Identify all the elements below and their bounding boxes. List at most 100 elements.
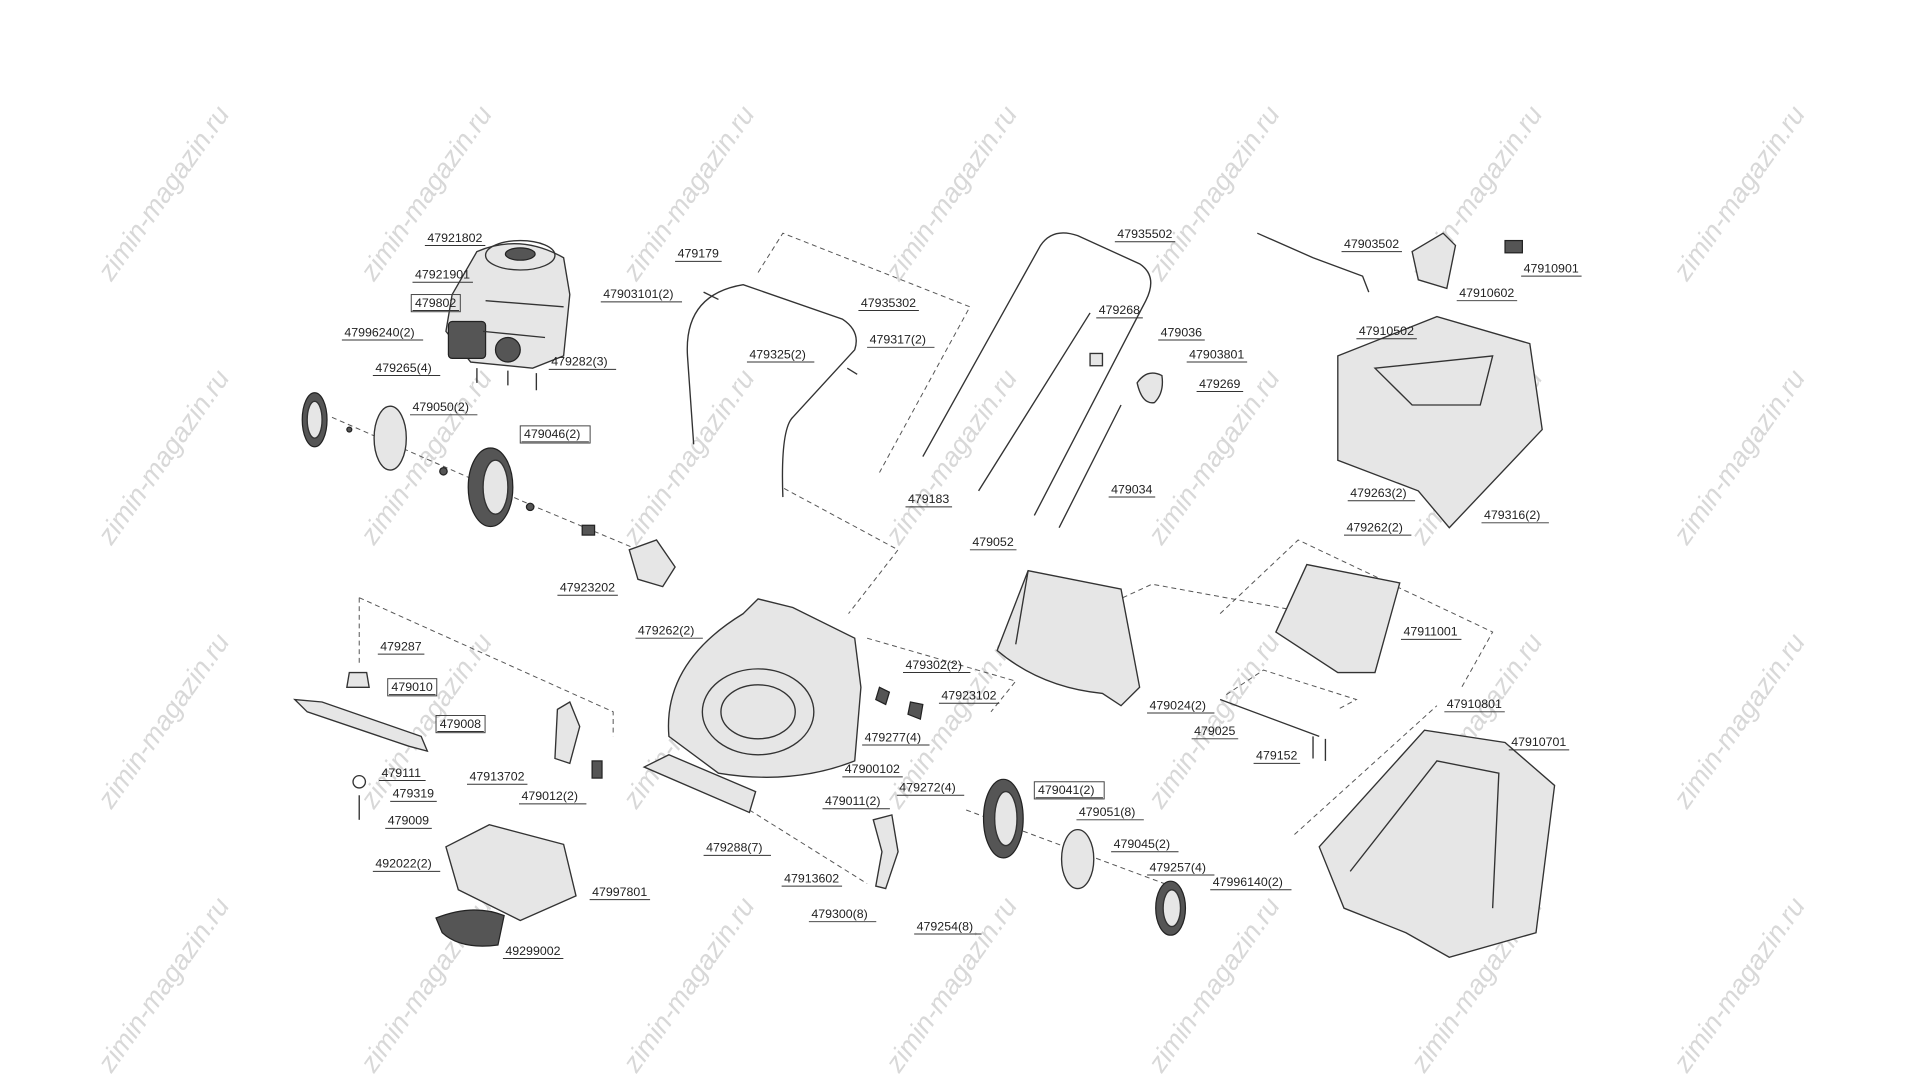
part-label: 47910602: [1456, 286, 1518, 302]
part-number: 479262(2): [1346, 520, 1402, 534]
part-number: 479262(2): [638, 624, 694, 638]
part-number: 479265(4): [375, 361, 431, 375]
part-label: 479179: [675, 247, 722, 262]
part-number: 47921901: [415, 268, 470, 282]
part-number: 479008: [440, 717, 481, 731]
part-label: 479317(2): [867, 333, 935, 348]
part-number: 479179: [678, 247, 719, 261]
part-label: 479050(2): [410, 400, 478, 416]
part-label: 479262(2): [635, 624, 703, 639]
engine-assembly: [445, 239, 571, 391]
part-label: 49299002: [502, 944, 564, 959]
part-label: 47921901: [412, 268, 473, 283]
part-label: 47921802: [424, 231, 486, 246]
part-number: 479317(2): [870, 333, 926, 347]
part-number: 479024(2): [1150, 698, 1206, 712]
watermark-text: zimin-magazin.ru: [1666, 627, 1811, 814]
label-box: [1033, 781, 1105, 800]
part-number: 47910701: [1511, 735, 1566, 749]
label-box: [435, 715, 486, 734]
part-label: 47997801: [589, 885, 651, 901]
part-label: 479319: [390, 787, 437, 802]
part-number: 479277(4): [865, 730, 921, 744]
part-label: 479277(4): [862, 730, 930, 746]
part-number: 479012(2): [521, 789, 577, 803]
part-label: 479265(4): [372, 361, 441, 377]
rear-flap: [996, 569, 1141, 707]
part-label: 479300(8): [808, 907, 877, 923]
watermark-text: zimin-magazin.ru: [1666, 891, 1811, 1078]
part-label: 479282(3): [548, 355, 617, 370]
part-label: 479263(2): [1347, 486, 1416, 502]
part-number: 47996140(2): [1213, 875, 1283, 889]
part-number: 47911001: [1403, 625, 1457, 639]
lower-handle: [686, 284, 858, 498]
part-number: 47996240(2): [344, 325, 414, 339]
part-number: 479052: [972, 535, 1013, 549]
part-number: 47903801: [1189, 347, 1244, 361]
part-number: 479288(7): [706, 841, 762, 855]
part-label: 479009: [385, 814, 432, 829]
watermark-text: zimin-magazin.ru: [616, 364, 761, 551]
part-number: 479041(2): [1038, 783, 1094, 797]
watermark-text: zimin-magazin.ru: [878, 100, 1023, 287]
part-label: 47903502: [1341, 237, 1402, 253]
part-label: 479008: [435, 715, 486, 734]
part-label: 479316(2): [1481, 508, 1549, 524]
part-label: 479802: [410, 294, 461, 313]
left-wheels: [301, 392, 676, 588]
part-labels: 47921802 47921901 479802 47996240(2) 479265(…: [341, 227, 1582, 959]
watermark-text: zimin-magazin.ru: [616, 891, 761, 1078]
part-number: 479152: [1256, 749, 1297, 763]
part-number: 47903101(2): [603, 287, 673, 301]
part-label: 47910901: [1521, 262, 1582, 277]
part-number: 47921802: [427, 231, 482, 245]
part-number: 479300(8): [811, 907, 867, 921]
part-number: 47923202: [560, 581, 615, 595]
part-label: 479012(2): [519, 789, 587, 805]
part-label: 47911001: [1400, 625, 1462, 640]
part-label: 479288(7): [703, 841, 771, 856]
part-number: 47910801: [1447, 697, 1502, 711]
part-label: 47935502: [1114, 227, 1176, 243]
part-number: 479045(2): [1114, 837, 1170, 851]
part-label: 479254(8): [914, 919, 982, 935]
watermark-text: zimin-magazin.ru: [90, 100, 235, 287]
part-label: 47900102: [842, 762, 903, 778]
part-label: 47996240(2): [341, 325, 424, 341]
part-number: 479269: [1199, 377, 1240, 391]
part-number: 479316(2): [1484, 508, 1540, 522]
part-number: 479036: [1161, 325, 1202, 339]
part-number: 492022(2): [375, 857, 431, 871]
part-label: 479111: [379, 766, 426, 782]
part-label: 47903101(2): [600, 287, 683, 303]
part-number: 479302(2): [905, 658, 961, 672]
part-number: 479257(4): [1150, 860, 1206, 874]
part-label: 47910502: [1356, 324, 1417, 340]
part-label: 479045(2): [1111, 837, 1179, 853]
part-number: 479319: [393, 787, 434, 801]
part-label: 479152: [1253, 749, 1301, 764]
part-number: 479287: [380, 640, 421, 654]
label-box: [387, 678, 438, 697]
part-number: 479802: [415, 296, 456, 310]
part-label: 479051(8): [1076, 805, 1144, 821]
part-number: 47923102: [941, 689, 996, 703]
part-label: 47935302: [858, 296, 919, 311]
part-number: 49299002: [505, 944, 560, 958]
part-label: 479268: [1096, 303, 1143, 319]
watermark-text: zimin-magazin.ru: [878, 364, 1023, 551]
part-label: 479041(2): [1033, 781, 1105, 800]
part-number: 479025: [1194, 724, 1235, 738]
part-label: 479287: [377, 640, 425, 655]
part-label: 479052: [969, 535, 1017, 551]
part-label: 47913702: [466, 770, 528, 785]
grass-catcher: [1219, 232, 1556, 958]
watermark-text: zimin-magazin.ru: [90, 627, 235, 814]
part-label: 479269: [1196, 377, 1244, 392]
part-label: 47996140(2): [1210, 875, 1292, 891]
part-number: 479272(4): [899, 781, 955, 795]
front-cover: [435, 824, 577, 947]
part-number: 47910502: [1359, 324, 1414, 338]
